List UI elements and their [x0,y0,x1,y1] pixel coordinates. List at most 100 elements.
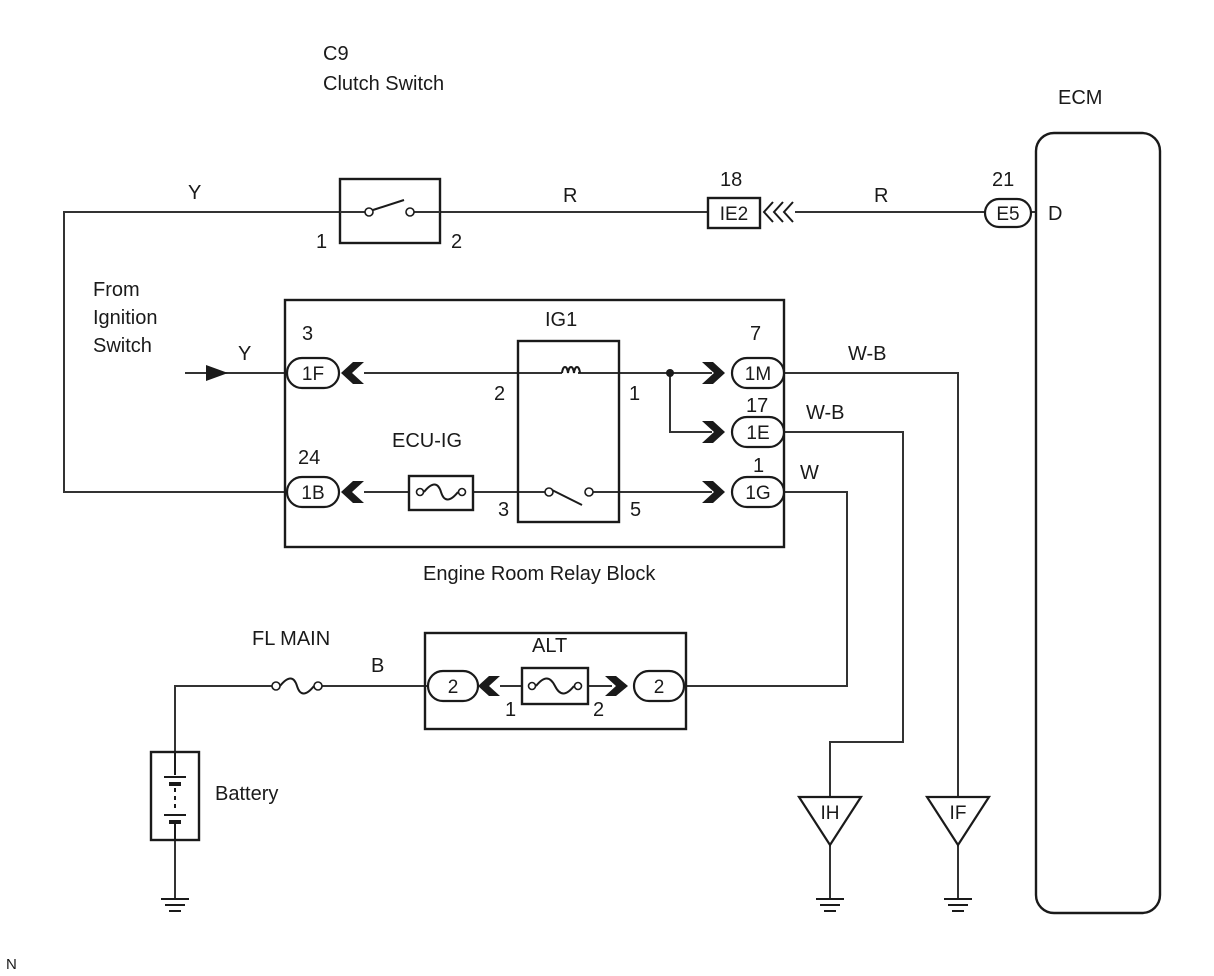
alt-left-chevron-icon [478,676,500,696]
conn-1b-label: 1B [301,483,324,504]
alt-block-box [423,631,688,731]
clutch-switch-contact-a [364,207,374,217]
ig1-contact-a [544,487,554,497]
ground-ih-label: IH [821,803,840,824]
conn-1g-label: 1G [745,483,770,504]
alt-block: ALT 2 2 1 2 [423,631,688,731]
conn-1g-pin: 1 [753,455,764,477]
conn-1e-pin: 17 [746,395,768,417]
alt-pin-1: 1 [505,699,516,721]
wire-label-y-top: Y [188,182,201,204]
input-arrow-icon [206,365,228,381]
conn-1f [285,356,341,390]
ie2-chevron-1 [762,201,774,223]
ig1-contact-b [584,487,594,497]
clutch-switch-ref: C9 [323,43,349,65]
wires [63,211,1036,898]
ecm: ECM D 21 E5 [983,87,1162,915]
conn-1g-chevron-icon [702,481,725,503]
ie2-box [706,196,762,230]
wire-label-r-left: R [563,185,577,207]
wire-battery-fl-main [174,685,272,752]
ig1-name: IG1 [545,309,577,331]
clutch-switch-pin-1: 1 [316,231,327,253]
ig1-coil-icon [561,366,581,374]
alt-name: ALT [532,635,567,657]
alt-right-connector [632,669,686,703]
conn-1e [730,415,786,449]
wire-label-w-1g: W [800,462,819,484]
ecm-connector-label: E5 [996,204,1019,225]
conn-1b-pin: 24 [298,447,320,469]
ignition-source-line1: From [93,279,140,301]
wire-y-switch-feed [63,211,340,493]
ground-symbol-battery [161,898,189,912]
conn-1m-chevron-icon [702,362,725,384]
conn-1m-pin: 7 [750,323,761,345]
fl-main: FL MAIN B [252,628,384,695]
relay-block: Engine Room Relay Block IG1 2 1 3 5 ECU-… [283,298,786,585]
alt-left-connector-label: 2 [448,677,459,698]
ecm-box [1034,131,1162,915]
alt-pin-2: 2 [593,699,604,721]
ground-if: IF [924,795,992,848]
ground-ih: IH [796,795,864,848]
conn-1m [730,356,786,390]
ecu-ig-fuse-end-a [415,487,425,497]
ignition-source-line3: Switch [93,335,152,357]
wire-wb-1e [784,431,904,797]
ground-if-label: IF [950,803,967,824]
clutch-switch-contact-b [405,207,415,217]
ground-if-triangle [924,795,992,848]
ie2-chevron-3 [782,201,794,223]
ie2-pin: 18 [720,169,742,191]
ground-symbol-ih [816,898,844,912]
ecm-title: ECM [1058,87,1102,109]
ecu-ig-fuse-icon [423,483,459,501]
ecm-connector-pin: 21 [992,169,1014,191]
alt-right-chevron-icon [605,676,628,696]
fl-main-name: FL MAIN [252,628,330,650]
alt-right-connector-label: 2 [654,677,665,698]
ie2-chevron-2 [772,201,784,223]
ground-ih-triangle [796,795,864,848]
ecm-connector-e5 [983,197,1033,229]
fl-main-fuse-icon [279,677,315,695]
alt-fuse-box [520,666,590,706]
ecu-ig-fuse-end-b [457,487,467,497]
conn-1b [285,475,341,509]
wire-label-b: B [371,655,384,677]
wire-label-y-input: Y [238,343,251,365]
wire-label-wb-1m: W-B [848,343,887,365]
battery-name: Battery [215,783,278,805]
ecu-ig-fuse-name: ECU-IG [392,430,462,452]
ig1-pin-2: 2 [494,383,505,405]
conn-1g [730,475,786,509]
conn-1f-chevron-icon [341,362,364,384]
wire-w-1g [686,491,848,687]
battery: Battery [149,750,278,842]
relay-block-box [283,298,786,549]
ig1-pin-5: 5 [630,499,641,521]
ig1-switch-blade [551,489,583,506]
alt-fuse-end-a [527,681,537,691]
ecu-ig-fuse-box [407,474,475,512]
ignition-source-line2: Ignition [93,307,158,329]
conn-1f-pin: 3 [302,323,313,345]
relay-block-name: Engine Room Relay Block [423,563,656,585]
ie2-connector: 18 IE2 [706,169,794,230]
wire-wb-1m [784,372,959,797]
ground-symbol-if [944,898,972,912]
conn-1b-chevron-icon [341,481,364,503]
ig1-relay-box [516,339,621,524]
conn-1f-label: 1F [302,364,324,385]
conn-1e-chevron-icon [702,421,725,443]
conn-1m-label: 1M [745,364,771,385]
ig1-pin-3: 3 [498,499,509,521]
conn-1e-label: 1E [746,423,769,444]
wire-label-wb-1e: W-B [806,402,845,424]
alt-fuse-end-b [573,681,583,691]
clutch-switch-name: Clutch Switch [323,73,444,95]
clutch-switch-blade [372,199,405,211]
